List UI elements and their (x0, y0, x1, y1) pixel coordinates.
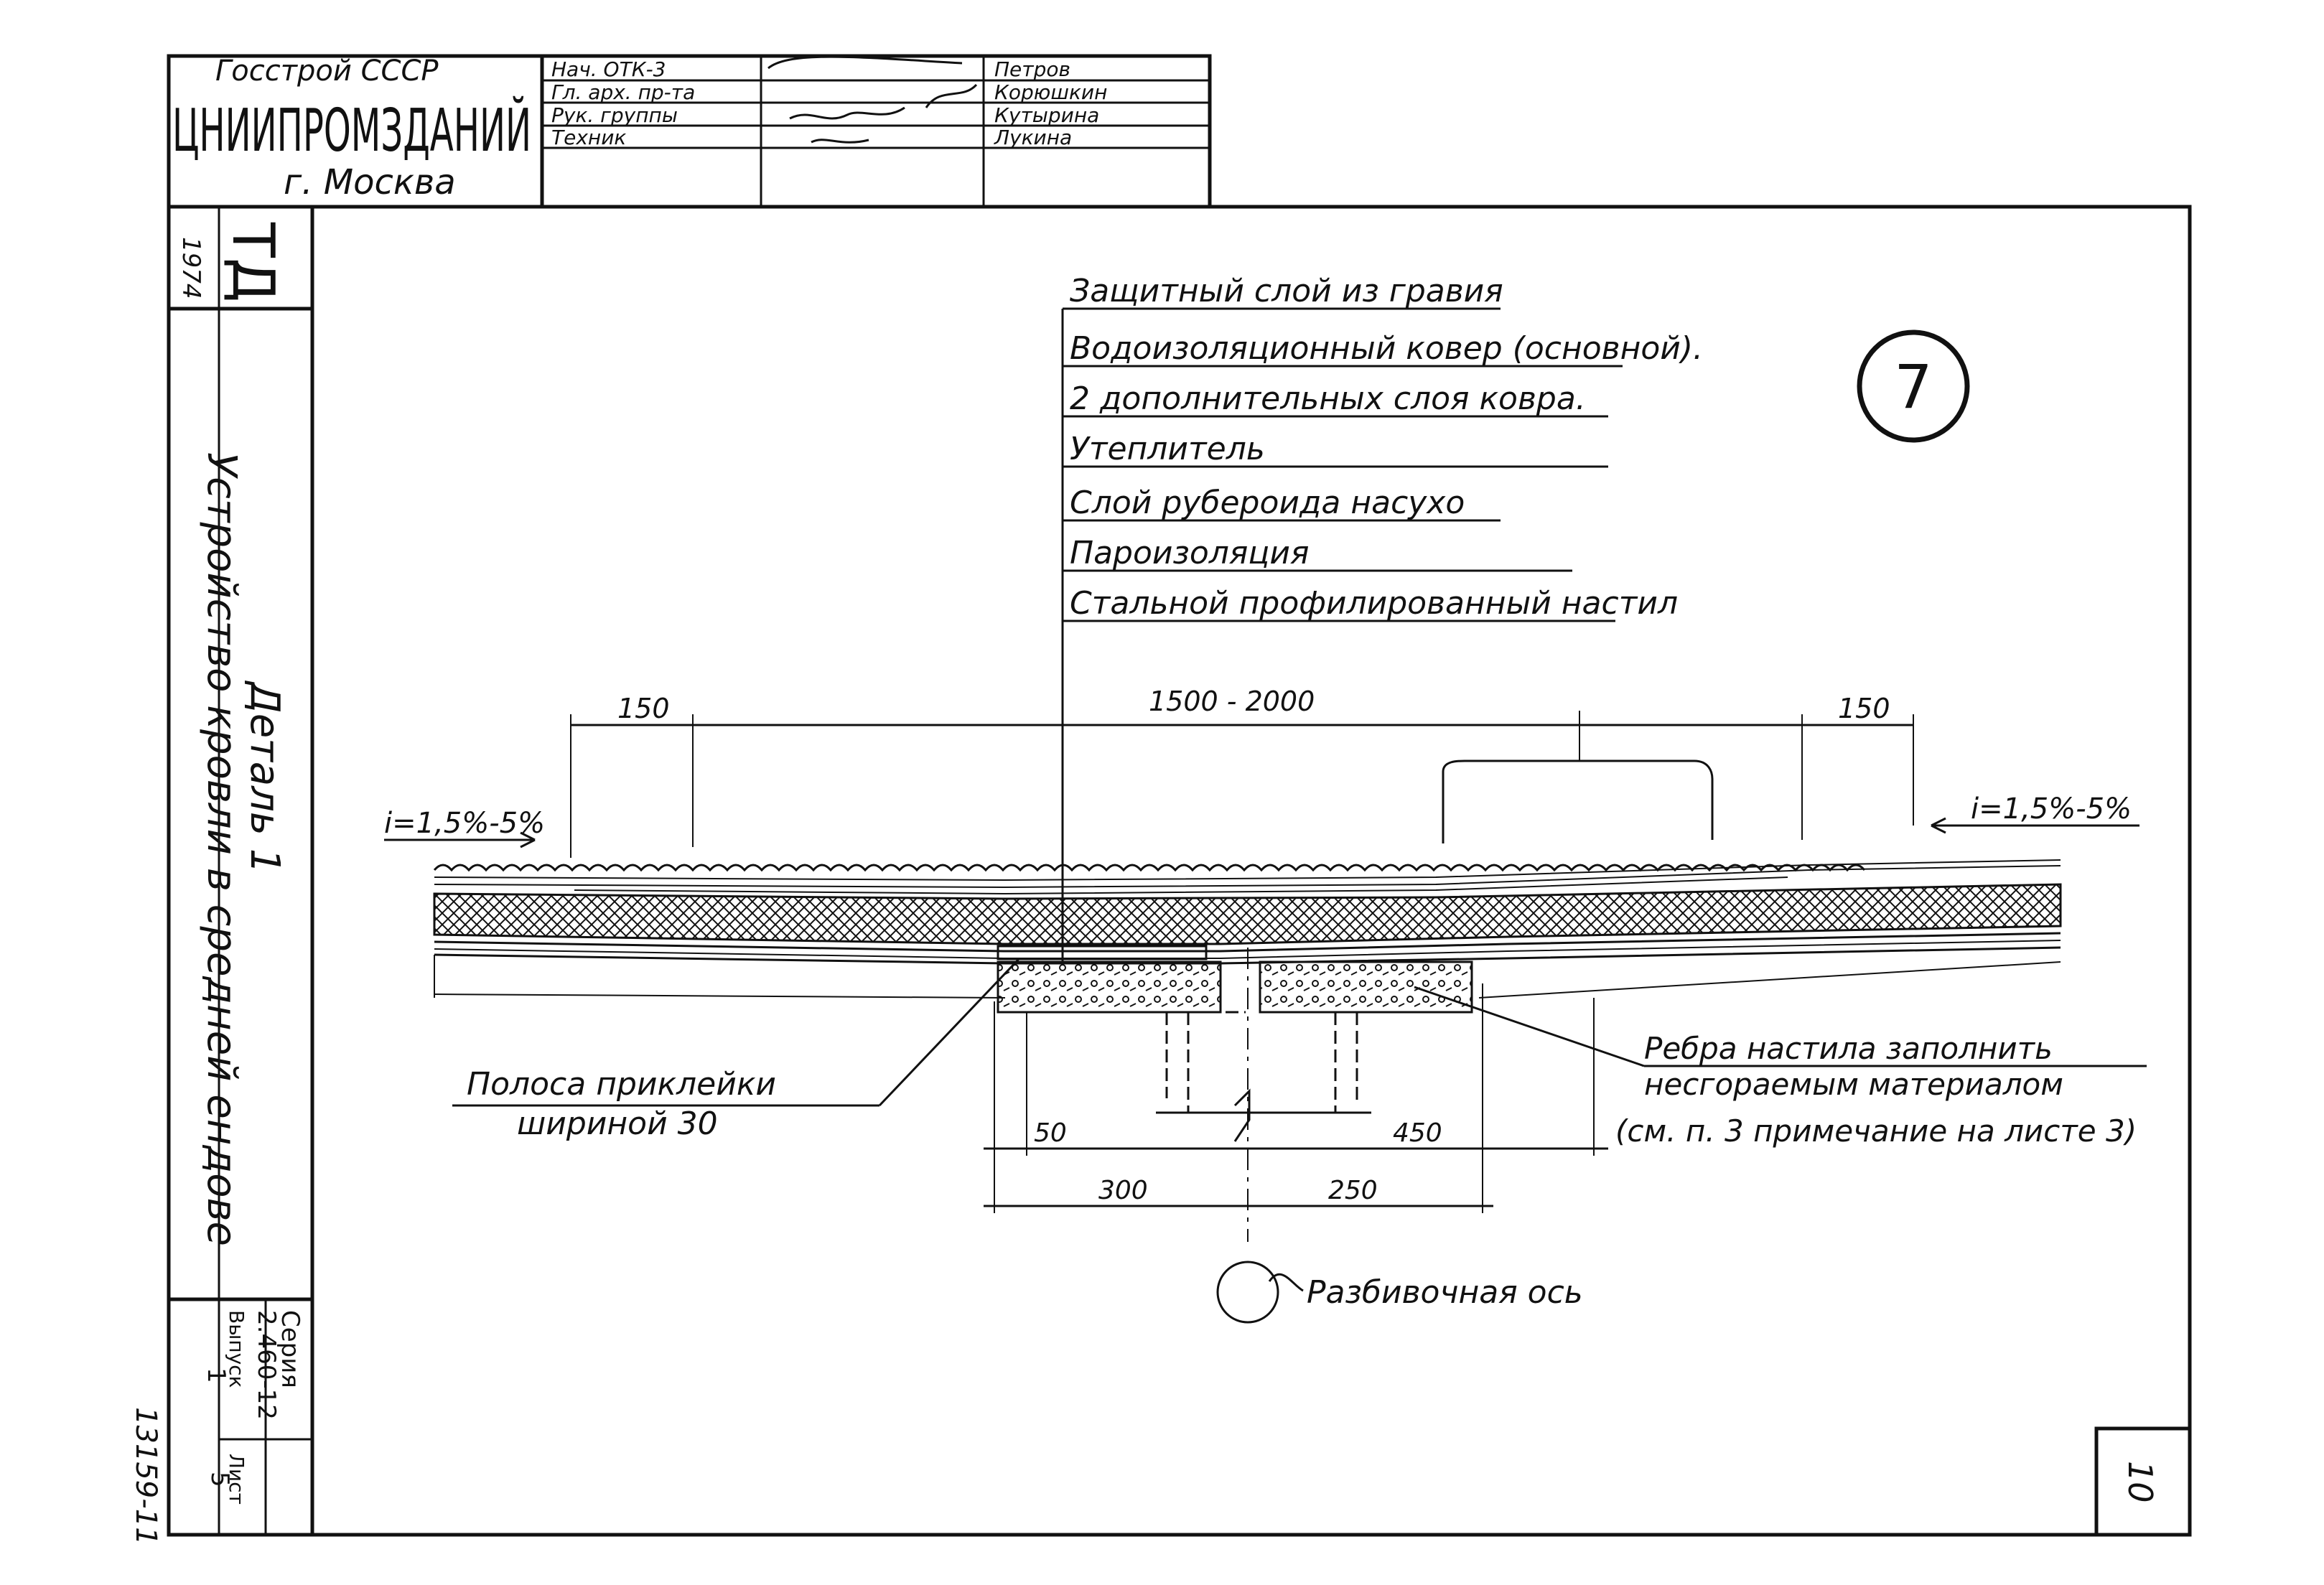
upstand-outline (1442, 759, 1714, 843)
bottom-dimensions: 50 450 300 250 (984, 983, 1608, 1213)
layer-0: Защитный слой из гравия (1070, 273, 1503, 309)
org-name: Госстрой СССР (215, 55, 439, 88)
role-3: Техник (551, 126, 626, 149)
ribs-label-3: (см. п. 3 примечание на листе 3) (1615, 1113, 2137, 1149)
rib-fill-left (997, 960, 1222, 1014)
ribs-callout: Ребра настила заполнить несгораемым мате… (1414, 986, 2147, 1149)
year: 1974 (177, 237, 205, 299)
detail-title: Деталь 1 (241, 680, 288, 874)
top-dimensions: 150 1500 - 2000 150 (570, 686, 1914, 858)
strip-callout: Полоса приклейки шириной 30 (452, 957, 1021, 1142)
slope-right: i=1,5%-5% (1971, 792, 2132, 826)
td-mark: ТД (220, 222, 286, 302)
name-0: Петров (994, 57, 1070, 81)
signature-2 (789, 106, 905, 120)
glue-strip (997, 945, 1208, 960)
role-0: Нач. ОТК-3 (551, 57, 666, 81)
page-number-box (2094, 1426, 2192, 1537)
layer-4: Слой рубероида насухо (1070, 485, 1465, 521)
sheet-value: 5 (205, 1472, 234, 1487)
detail-number-circle (1857, 329, 1970, 443)
page-number: 10 (2121, 1461, 2160, 1503)
dim-bottom-right-small: 450 (1393, 1118, 1442, 1148)
signature-1 (925, 83, 978, 108)
title-block: Госстрой СССР ЦНИИПРОМЗДАНИЙ г. Москва Н… (167, 54, 1212, 209)
detail-number: 7 (1894, 352, 1932, 422)
series-value: 2.460-12 (252, 1310, 281, 1420)
ribs-label-1: Ребра настила заполнить (1644, 1031, 2053, 1066)
archive-stamp: 13159-11 (129, 1407, 162, 1546)
roof-section (433, 759, 2062, 1242)
dim-bottom-right: 250 (1328, 1176, 1378, 1205)
dim-span: 1500 - 2000 (1149, 686, 1315, 717)
dim-bottom-left-small: 50 (1034, 1118, 1067, 1148)
ribs-label-2: несгораемым материалом (1644, 1067, 2063, 1102)
strip-label: Полоса приклейки (467, 1066, 776, 1103)
signature-0 (767, 55, 963, 70)
gravel-layer (433, 864, 1866, 872)
name-3: Лукина (994, 126, 1072, 149)
layer-callouts: Защитный слой из гравия Водоизоляционный… (1061, 273, 1703, 962)
dim-left-overlap: 150 (617, 693, 670, 724)
name-2: Кутырина (994, 103, 1099, 127)
dim-right-overlap: 150 (1838, 693, 1890, 724)
strip-width-label: шириной 30 (517, 1105, 718, 1142)
side-strip: 1974 ТД Деталь 1 Устройство кровли в сре… (129, 205, 314, 1546)
detail-subtitle: Устройство кровли в средней ендове (198, 452, 245, 1246)
role-2: Рук. группы (551, 103, 678, 127)
dim-bottom-left: 300 (1098, 1176, 1148, 1205)
issue-value: 1 (202, 1367, 230, 1383)
layer-5: Пароизоляция (1070, 535, 1309, 571)
city: г. Москва (284, 162, 456, 202)
name-1: Корюшкин (994, 80, 1107, 104)
sheet-label: Лист (225, 1454, 248, 1505)
slope-left: i=1,5%-5% (384, 807, 545, 840)
layer-1: Водоизоляционный ковер (основной). (1070, 330, 1703, 367)
layer-2: 2 дополнительных слоя ковра. (1070, 380, 1586, 417)
series-label: Серия (276, 1310, 304, 1388)
institute-name: ЦНИИПРОМЗДАНИЙ (172, 95, 531, 165)
axis-label: Разбивочная ось (1307, 1274, 1583, 1311)
layer-3: Утеплитель (1070, 431, 1265, 467)
main-frame (310, 205, 2192, 1537)
rib-fill-right (1259, 960, 1473, 1014)
issue-label: Выпуск (225, 1310, 248, 1388)
signature-3 (811, 139, 869, 144)
axis-marker-circle (1216, 1261, 1279, 1324)
insulation-layer (433, 883, 2062, 945)
layer-6: Стальной профилированный настил (1070, 585, 1678, 622)
role-1: Гл. арх. пр-та (551, 80, 695, 104)
